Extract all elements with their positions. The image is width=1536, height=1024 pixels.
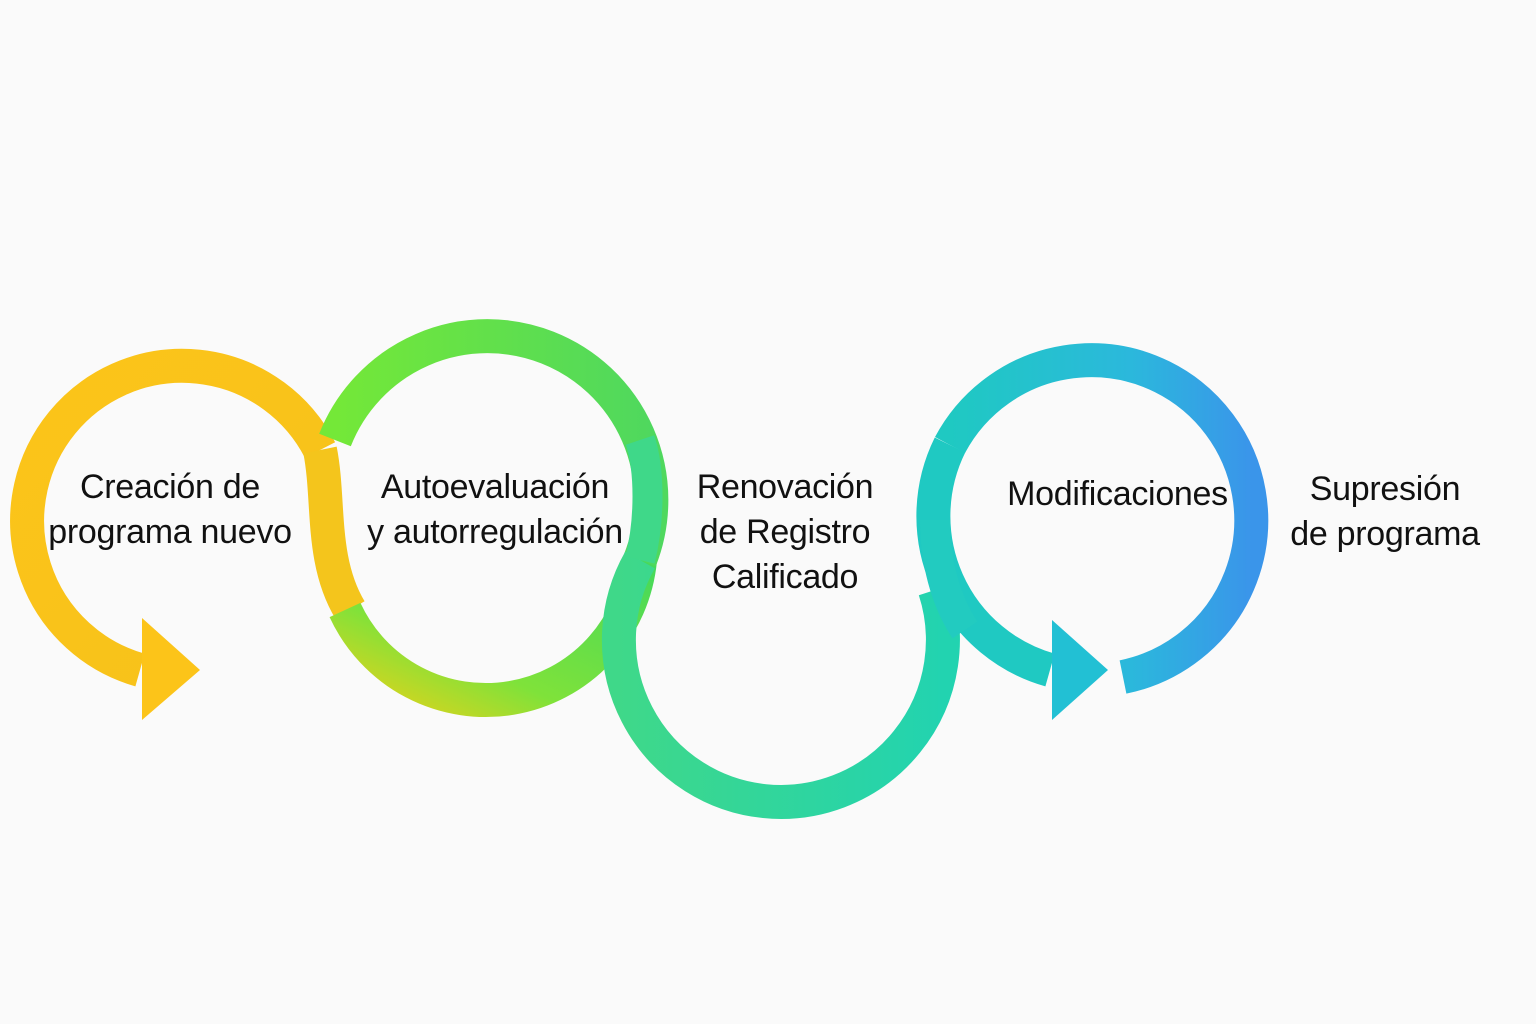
stage-label-line: Renovación xyxy=(696,468,874,506)
stage-label-line: Supresión xyxy=(1309,470,1461,508)
stage-label-line: Calificado xyxy=(711,558,859,596)
stage-label-line: y autorregulación xyxy=(367,513,623,551)
stage-label-supresion: Supresión de programa xyxy=(1275,467,1495,557)
stage-label-line: Creación de xyxy=(79,468,261,506)
stage-label-line: de programa xyxy=(1290,515,1480,553)
stage-label-line: programa nuevo xyxy=(48,513,292,551)
stage-label-renovacion: Renovación de Registro Calificado xyxy=(660,465,910,600)
stage-label-line: de Registro xyxy=(699,513,871,551)
stage-ring-renovacion xyxy=(601,435,960,819)
arrow-head-icon xyxy=(142,618,200,720)
stage-ring-creacion xyxy=(10,348,365,720)
stage-label-line: Autoevaluación xyxy=(380,468,610,506)
stage-label-creacion: Creación de programa nuevo xyxy=(30,465,310,555)
stage-ring-modificaciones xyxy=(916,343,1269,720)
stage-label-autoevaluacion: Autoevaluación y autorregulación xyxy=(350,465,640,555)
stage-label-line: Modificaciones xyxy=(1007,475,1228,513)
arrow-head-icon xyxy=(1052,620,1108,720)
stage-label-modificaciones: Modificaciones xyxy=(985,472,1250,517)
